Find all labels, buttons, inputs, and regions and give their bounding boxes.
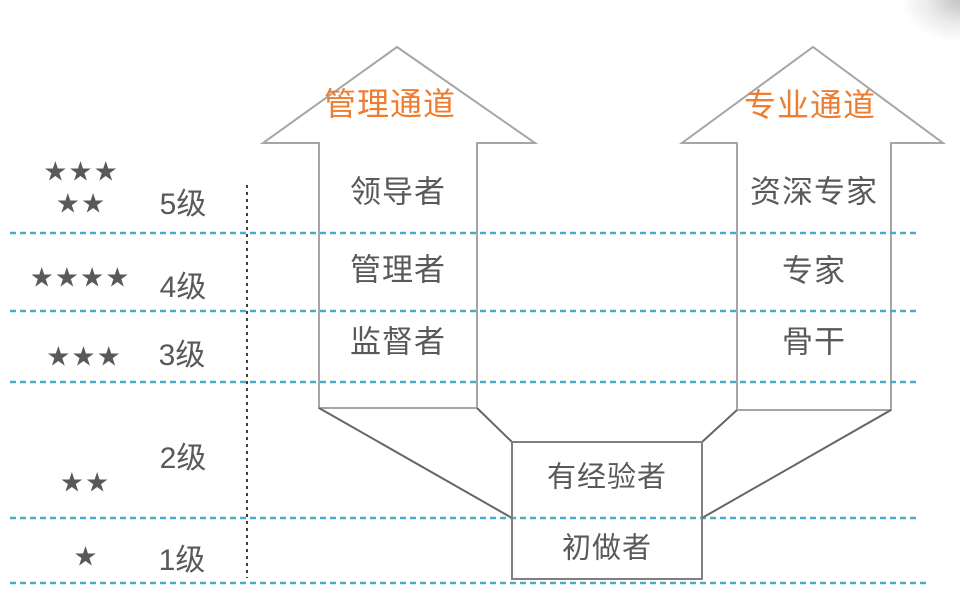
star-rating-icon-l5-row1: ★★★: [43, 156, 119, 187]
role-leader: 领导者: [350, 174, 446, 210]
management-channel-title: 管理通道: [323, 86, 457, 122]
role-expert: 专家: [782, 253, 846, 289]
star-rating-icon-l4: ★★★★: [29, 262, 131, 293]
professional-arrow-shape: [678, 45, 947, 411]
professional-channel-title: 专业通道: [743, 87, 877, 123]
management-arrow-shape: [259, 45, 539, 409]
level-label-4: 4级: [159, 271, 207, 304]
role-senior-expert: 资深专家: [750, 174, 878, 210]
entry-box-shape: [511, 441, 703, 580]
funnel-connector-left-outer: [318, 407, 513, 519]
star-rating-icon-l2: ★★: [59, 467, 111, 498]
star-rating-icon-l1: ★: [73, 541, 99, 572]
funnel-connector-right-outer: [701, 409, 892, 519]
level-label-2: 2级: [159, 442, 207, 475]
star-rating-icon-l3: ★★★: [46, 341, 122, 372]
funnel-connector-left-inner: [476, 407, 513, 443]
stage-experienced: 有经验者: [546, 461, 668, 494]
star-rating-icon-l5-row2: ★★: [55, 188, 107, 219]
level-label-1: 1级: [158, 544, 206, 577]
level-label-3: 3级: [158, 339, 206, 372]
level-label-5: 5级: [159, 188, 207, 221]
funnel-connector-right-inner: [701, 409, 738, 443]
role-supervisor: 监督者: [350, 324, 446, 360]
stage-beginner: 初做者: [561, 532, 653, 565]
role-backbone: 骨干: [782, 324, 846, 360]
role-manager: 管理者: [350, 252, 446, 288]
